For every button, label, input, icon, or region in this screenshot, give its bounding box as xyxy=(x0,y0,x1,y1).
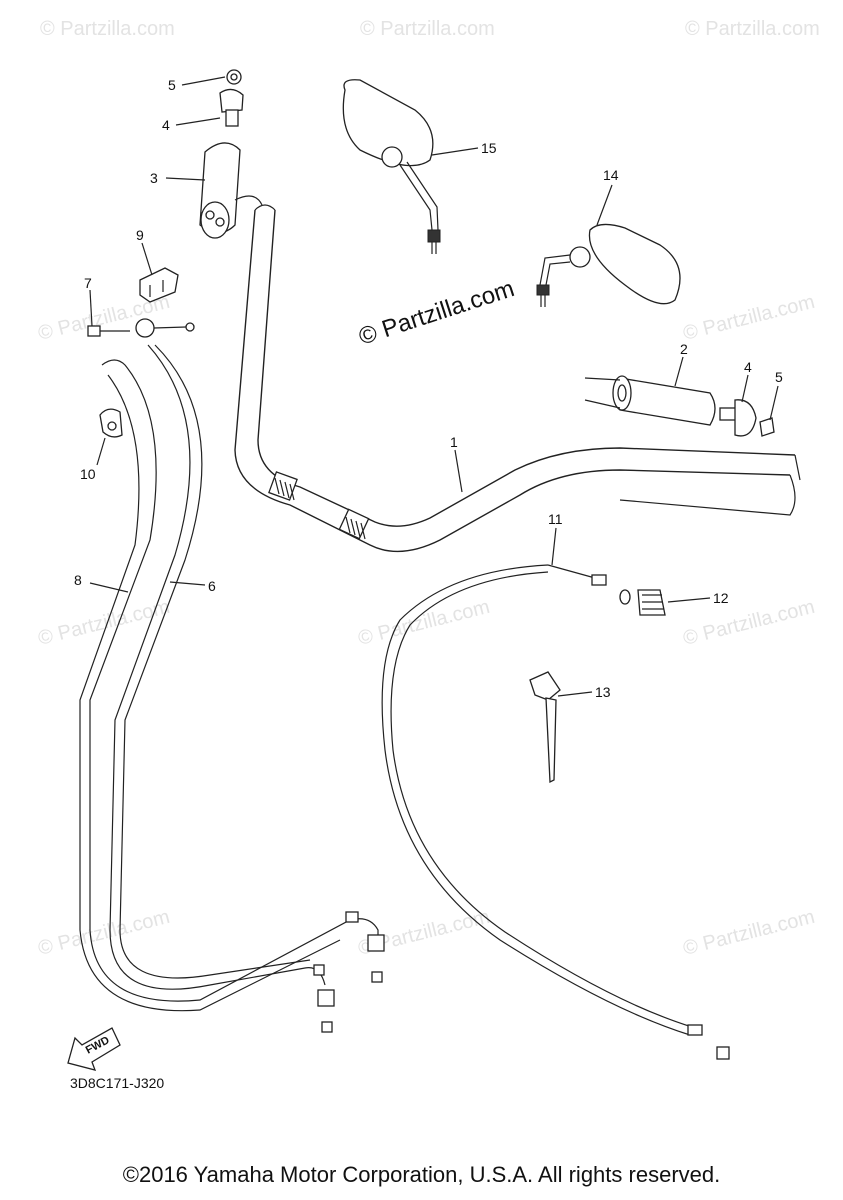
callout-9: 9 xyxy=(136,227,144,243)
end-screw-right xyxy=(759,417,775,437)
hose-clip xyxy=(99,408,123,438)
callout-4: 4 xyxy=(744,359,752,375)
throttle-cable xyxy=(381,564,730,1060)
grip-end-right xyxy=(719,399,757,437)
cable-clamp xyxy=(139,267,179,303)
callout-4: 4 xyxy=(162,117,170,133)
left-mirror xyxy=(342,79,441,254)
watermark-text: © Partzilla.com xyxy=(36,596,172,650)
watermark-text: © Partzilla.com xyxy=(360,18,495,40)
right-grip xyxy=(584,375,716,426)
callout-1: 1 xyxy=(450,434,458,450)
left-grip xyxy=(199,142,263,239)
fwd-arrow: FWD xyxy=(67,1027,121,1071)
callout-8: 8 xyxy=(74,572,82,588)
copyright-notice: ©2016 Yamaha Motor Corporation, U.S.A. A… xyxy=(122,1162,721,1187)
watermark-text: © Partzilla.com xyxy=(36,906,172,960)
handlebar xyxy=(234,204,801,553)
watermark-text: © Partzilla.com xyxy=(681,291,817,345)
end-screw-left xyxy=(226,69,242,85)
grip-end-left xyxy=(219,88,244,127)
brake-hoses xyxy=(79,344,385,1033)
callout-12: 12 xyxy=(713,590,729,606)
diagram-code: 3D8C171-J320 xyxy=(70,1075,164,1091)
cable-adjuster xyxy=(619,589,666,616)
callout-2: 2 xyxy=(680,341,688,357)
watermark-text: © Partzilla.com xyxy=(40,18,175,40)
right-mirror xyxy=(536,223,681,307)
leader-lines xyxy=(89,76,779,697)
callout-6: 6 xyxy=(208,578,216,594)
watermark-text: © Partzilla.com xyxy=(356,906,492,960)
callout-14: 14 xyxy=(603,167,619,183)
callout-15: 15 xyxy=(481,140,497,156)
callout-10: 10 xyxy=(80,466,96,482)
watermark-text: © Partzilla.com xyxy=(356,596,492,650)
watermark-text: © Partzilla.com xyxy=(685,18,820,40)
banjo-bolt-assembly xyxy=(87,318,195,338)
cable-tie xyxy=(529,671,561,784)
watermark-text: © Partzilla.com xyxy=(681,906,817,960)
callout-5: 5 xyxy=(168,77,176,93)
callout-13: 13 xyxy=(595,684,611,700)
callout-5: 5 xyxy=(775,369,783,385)
callout-3: 3 xyxy=(150,170,158,186)
callout-7: 7 xyxy=(84,275,92,291)
watermark-text: © Partzilla.com xyxy=(681,596,817,650)
callout-11: 11 xyxy=(548,511,563,527)
partzilla-watermark: © Partzilla.com xyxy=(356,275,518,351)
